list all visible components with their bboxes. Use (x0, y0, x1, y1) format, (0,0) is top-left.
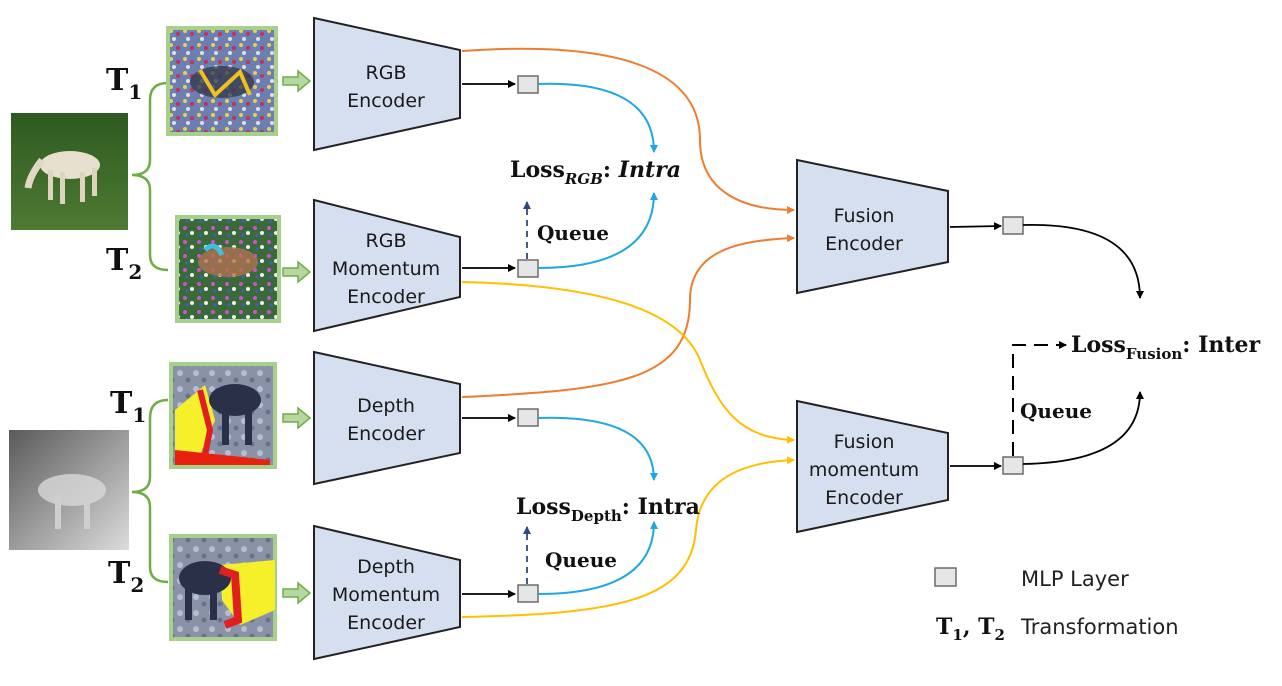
rgb-transform-bracket (131, 81, 169, 272)
depth-momentum-encoder: Depth Momentum Encoder (313, 524, 461, 661)
svg-text:Encoder: Encoder (347, 423, 425, 445)
t1-label-depth: T1 (110, 386, 146, 427)
legend-transform-symbols: T1, T2 (936, 614, 1005, 644)
orange-curves (461, 47, 795, 398)
mlp-depth-mom (517, 584, 539, 603)
loss-depth-label: LossDepth: Intra (516, 494, 700, 525)
svg-text:LossFusion: Inter: LossFusion: Inter (1071, 332, 1261, 363)
depth-source-image (9, 430, 129, 550)
queue-label-fusion: Queue (1020, 399, 1092, 423)
mlp-rgb-mom (517, 259, 539, 278)
blue-loss-arcs (537, 82, 658, 595)
rgb-momentum-encoder: RGB Momentum Encoder (313, 198, 461, 333)
svg-text:T2: T2 (106, 243, 142, 284)
green-arrow-rgb (282, 69, 312, 93)
fusion-encoder: Fusion Encoder (796, 158, 949, 295)
encoder-output-arrows (462, 80, 1002, 598)
loss-rgb-label: LossRGB: Intra (510, 157, 681, 188)
svg-text:Fusion: Fusion (834, 205, 895, 227)
queue-label-depth: Queue (545, 548, 617, 572)
loss-fusion-label: LossFusion: Inter (1071, 332, 1261, 363)
svg-text:Depth: Depth (357, 556, 415, 578)
svg-text:RGB: RGB (366, 230, 407, 252)
yellow-curves (461, 281, 795, 618)
svg-text:T1: T1 (106, 63, 142, 104)
rgb-augmented-image-t1 (166, 26, 278, 136)
t2-label-depth: T2 (108, 556, 144, 597)
legend-transform-label: Transformation (1020, 615, 1179, 639)
depth-augmented-image-t2 (169, 534, 277, 641)
legend-mlp-box (934, 567, 957, 587)
depth-transform-bracket (131, 398, 169, 584)
legend: MLP Layer T1, T2 Transformation (934, 567, 1179, 644)
queue-label-rgb: Queue (537, 221, 609, 245)
t2-label-rgb: T2 (106, 243, 142, 284)
svg-text:momentum: momentum (809, 459, 919, 481)
mlp-boxes (517, 75, 1024, 603)
mlp-fusion-mom (1002, 456, 1024, 475)
rgb-encoder: RGB Encoder (313, 16, 461, 152)
depth-augmented-image-t1 (169, 362, 277, 469)
mlp-rgb (517, 75, 539, 94)
fusion-momentum-encoder: Fusion momentum Encoder (796, 399, 949, 534)
depth-encoder: Depth Encoder (313, 350, 461, 486)
legend-mlp-label: MLP Layer (1021, 567, 1129, 591)
svg-text:Encoder: Encoder (347, 612, 425, 634)
svg-text:Momentum: Momentum (332, 258, 440, 280)
svg-text:Depth: Depth (357, 395, 415, 417)
mlp-depth (517, 408, 539, 427)
fusion-queue-dashed (1012, 341, 1067, 456)
rgb-source-image (11, 113, 128, 230)
svg-text:T1: T1 (110, 386, 146, 427)
svg-text:Momentum: Momentum (332, 584, 440, 606)
svg-text:Encoder: Encoder (825, 233, 903, 255)
svg-text:LossRGB: Intra: LossRGB: Intra (510, 157, 681, 188)
svg-text:Encoder: Encoder (825, 487, 903, 509)
svg-text:Fusion: Fusion (834, 431, 895, 453)
svg-text:T2: T2 (108, 556, 144, 597)
svg-text:RGB: RGB (366, 62, 407, 84)
t1-label-rgb: T1 (106, 63, 142, 104)
svg-text:Encoder: Encoder (347, 286, 425, 308)
green-arrow-depth-mom (282, 581, 312, 605)
mlp-fusion (1002, 216, 1024, 235)
green-arrow-depth (282, 406, 312, 430)
green-arrows (282, 69, 312, 605)
svg-text:LossDepth: Intra: LossDepth: Intra (516, 494, 700, 525)
green-arrow-rgb-mom (282, 260, 312, 284)
fusion-loss-arrows (1022, 224, 1144, 465)
rgb-augmented-image-t2 (175, 215, 281, 323)
svg-text:Encoder: Encoder (347, 90, 425, 112)
